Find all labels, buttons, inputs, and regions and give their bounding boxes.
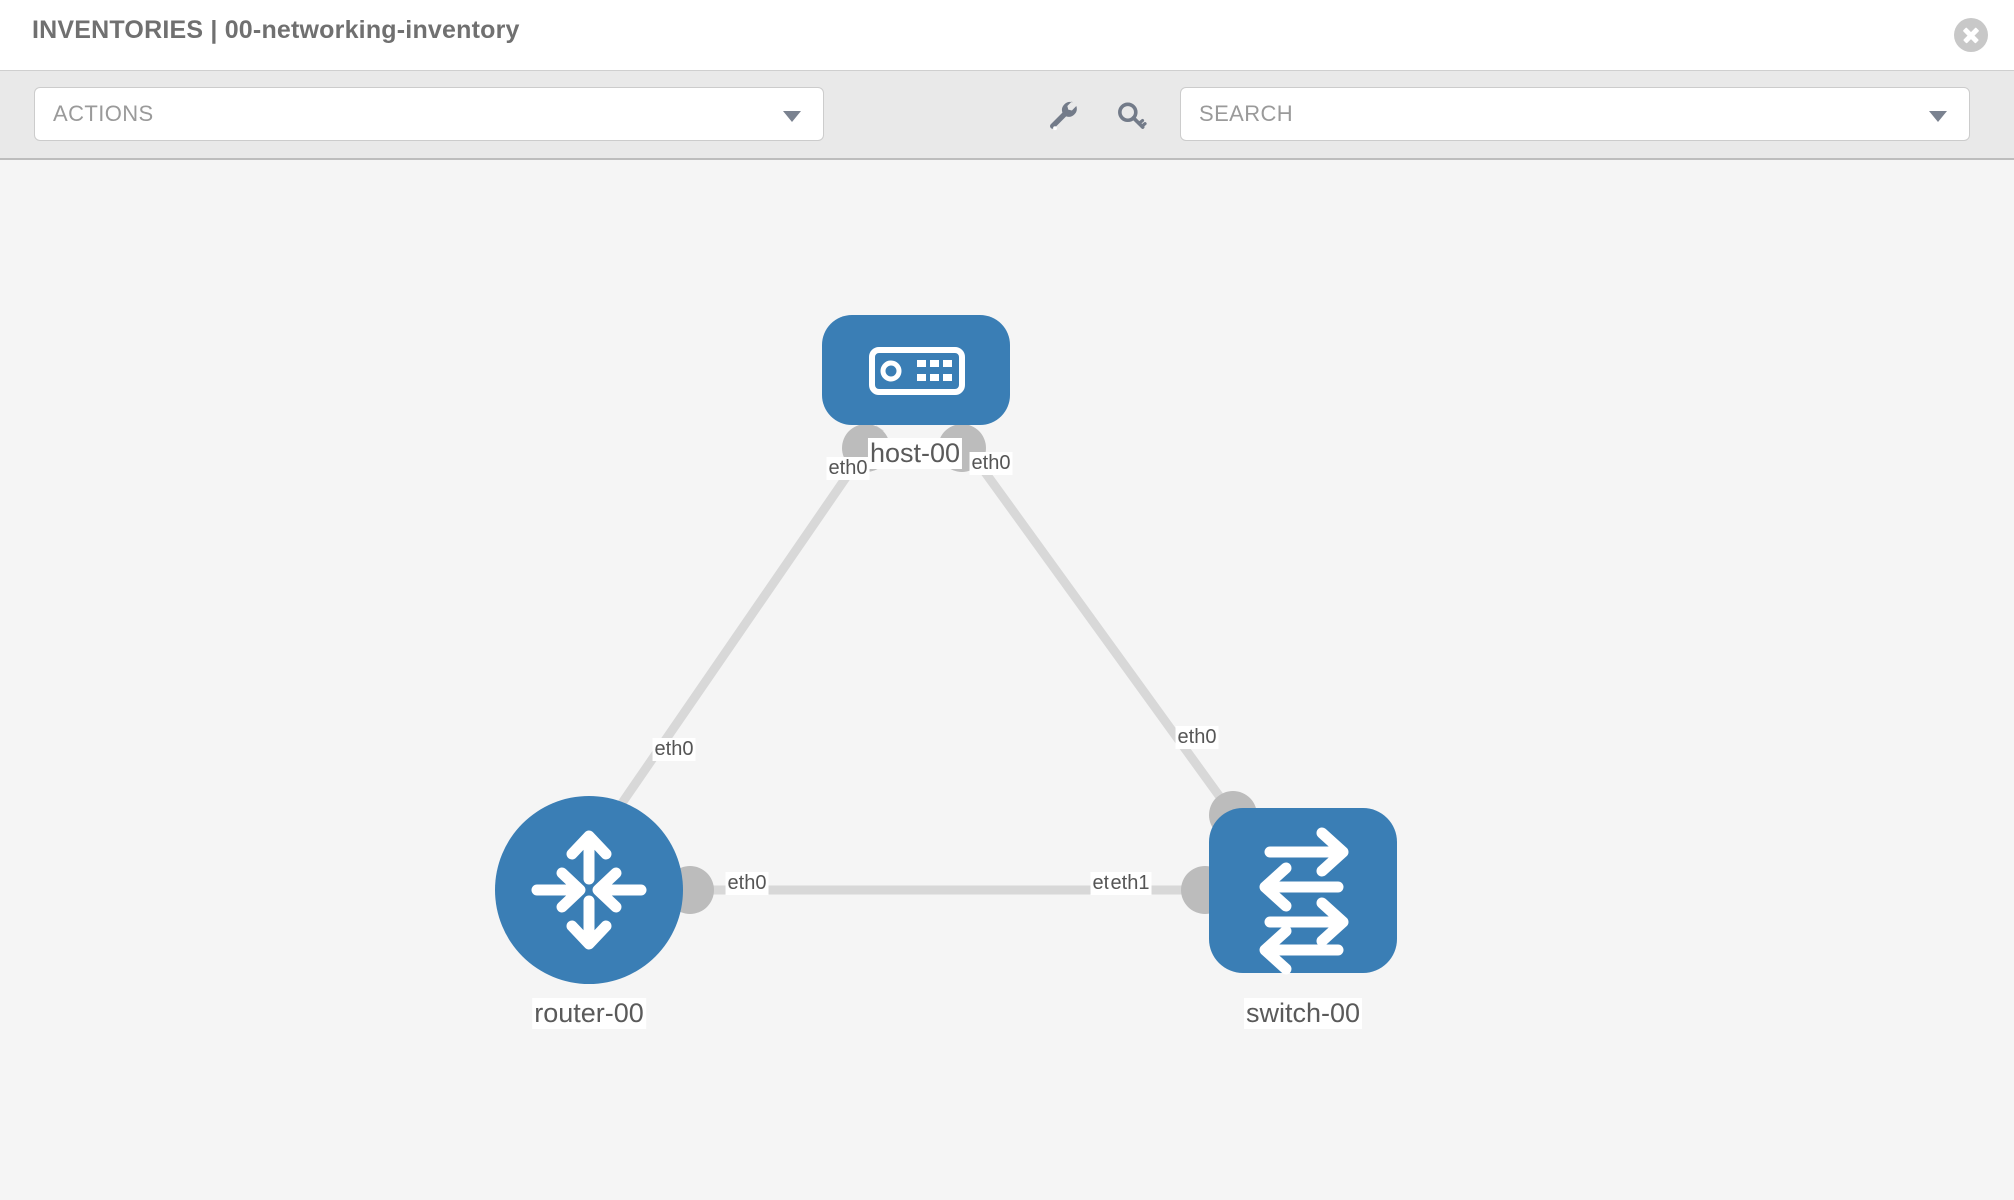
edge-label-switch00-eth1: eth1 [1108,872,1152,895]
edge-label-host00-eth0-left: eth0 [826,457,870,480]
key-icon[interactable] [1114,99,1148,133]
topology-canvas[interactable]: eth0 eth0 eth0 eth0 eth0 eth0 eth1 host-… [0,160,2014,1200]
search-placeholder: SEARCH [1199,101,1294,126]
port-group [666,424,1257,914]
chevron-down-icon [1929,111,1947,122]
node-label-host-00: host-00 [867,438,963,469]
topology-graph [495,315,1397,984]
server-appliance-icon [869,347,965,395]
edge-label-host00-eth0-right: eth0 [969,452,1013,475]
node-label-router-00: router-00 [532,998,646,1029]
edge-label-switch00-eth0-uplink: eth0 [1175,726,1219,749]
switch-exchange-arrows-icon [1259,827,1349,975]
node-router-00[interactable] [495,796,683,984]
node-switch-00[interactable] [1209,808,1397,975]
wrench-icon[interactable] [1046,99,1080,133]
router-four-arrows-icon [531,830,647,950]
edge-label-router00-eth0-uplink: eth0 [652,738,696,761]
edge-label-router00-eth0: eth0 [725,872,769,895]
search-field[interactable]: SEARCH [1180,87,1970,141]
edge-host00-switch00[interactable] [949,425,1237,818]
page-header: INVENTORIES | 00-networking-inventory [0,0,2014,70]
chevron-down-icon [783,111,801,122]
close-icon[interactable] [1954,18,1988,52]
actions-dropdown[interactable]: ACTIONS [34,87,824,141]
actions-dropdown-label: ACTIONS [53,101,154,126]
node-label-switch-00: switch-00 [1243,998,1363,1029]
toolbar: ACTIONS SEARCH [0,70,2014,160]
node-host-00[interactable] [822,315,1010,425]
edge-group [616,425,1237,895]
page-title: INVENTORIES | 00-networking-inventory [32,16,520,44]
